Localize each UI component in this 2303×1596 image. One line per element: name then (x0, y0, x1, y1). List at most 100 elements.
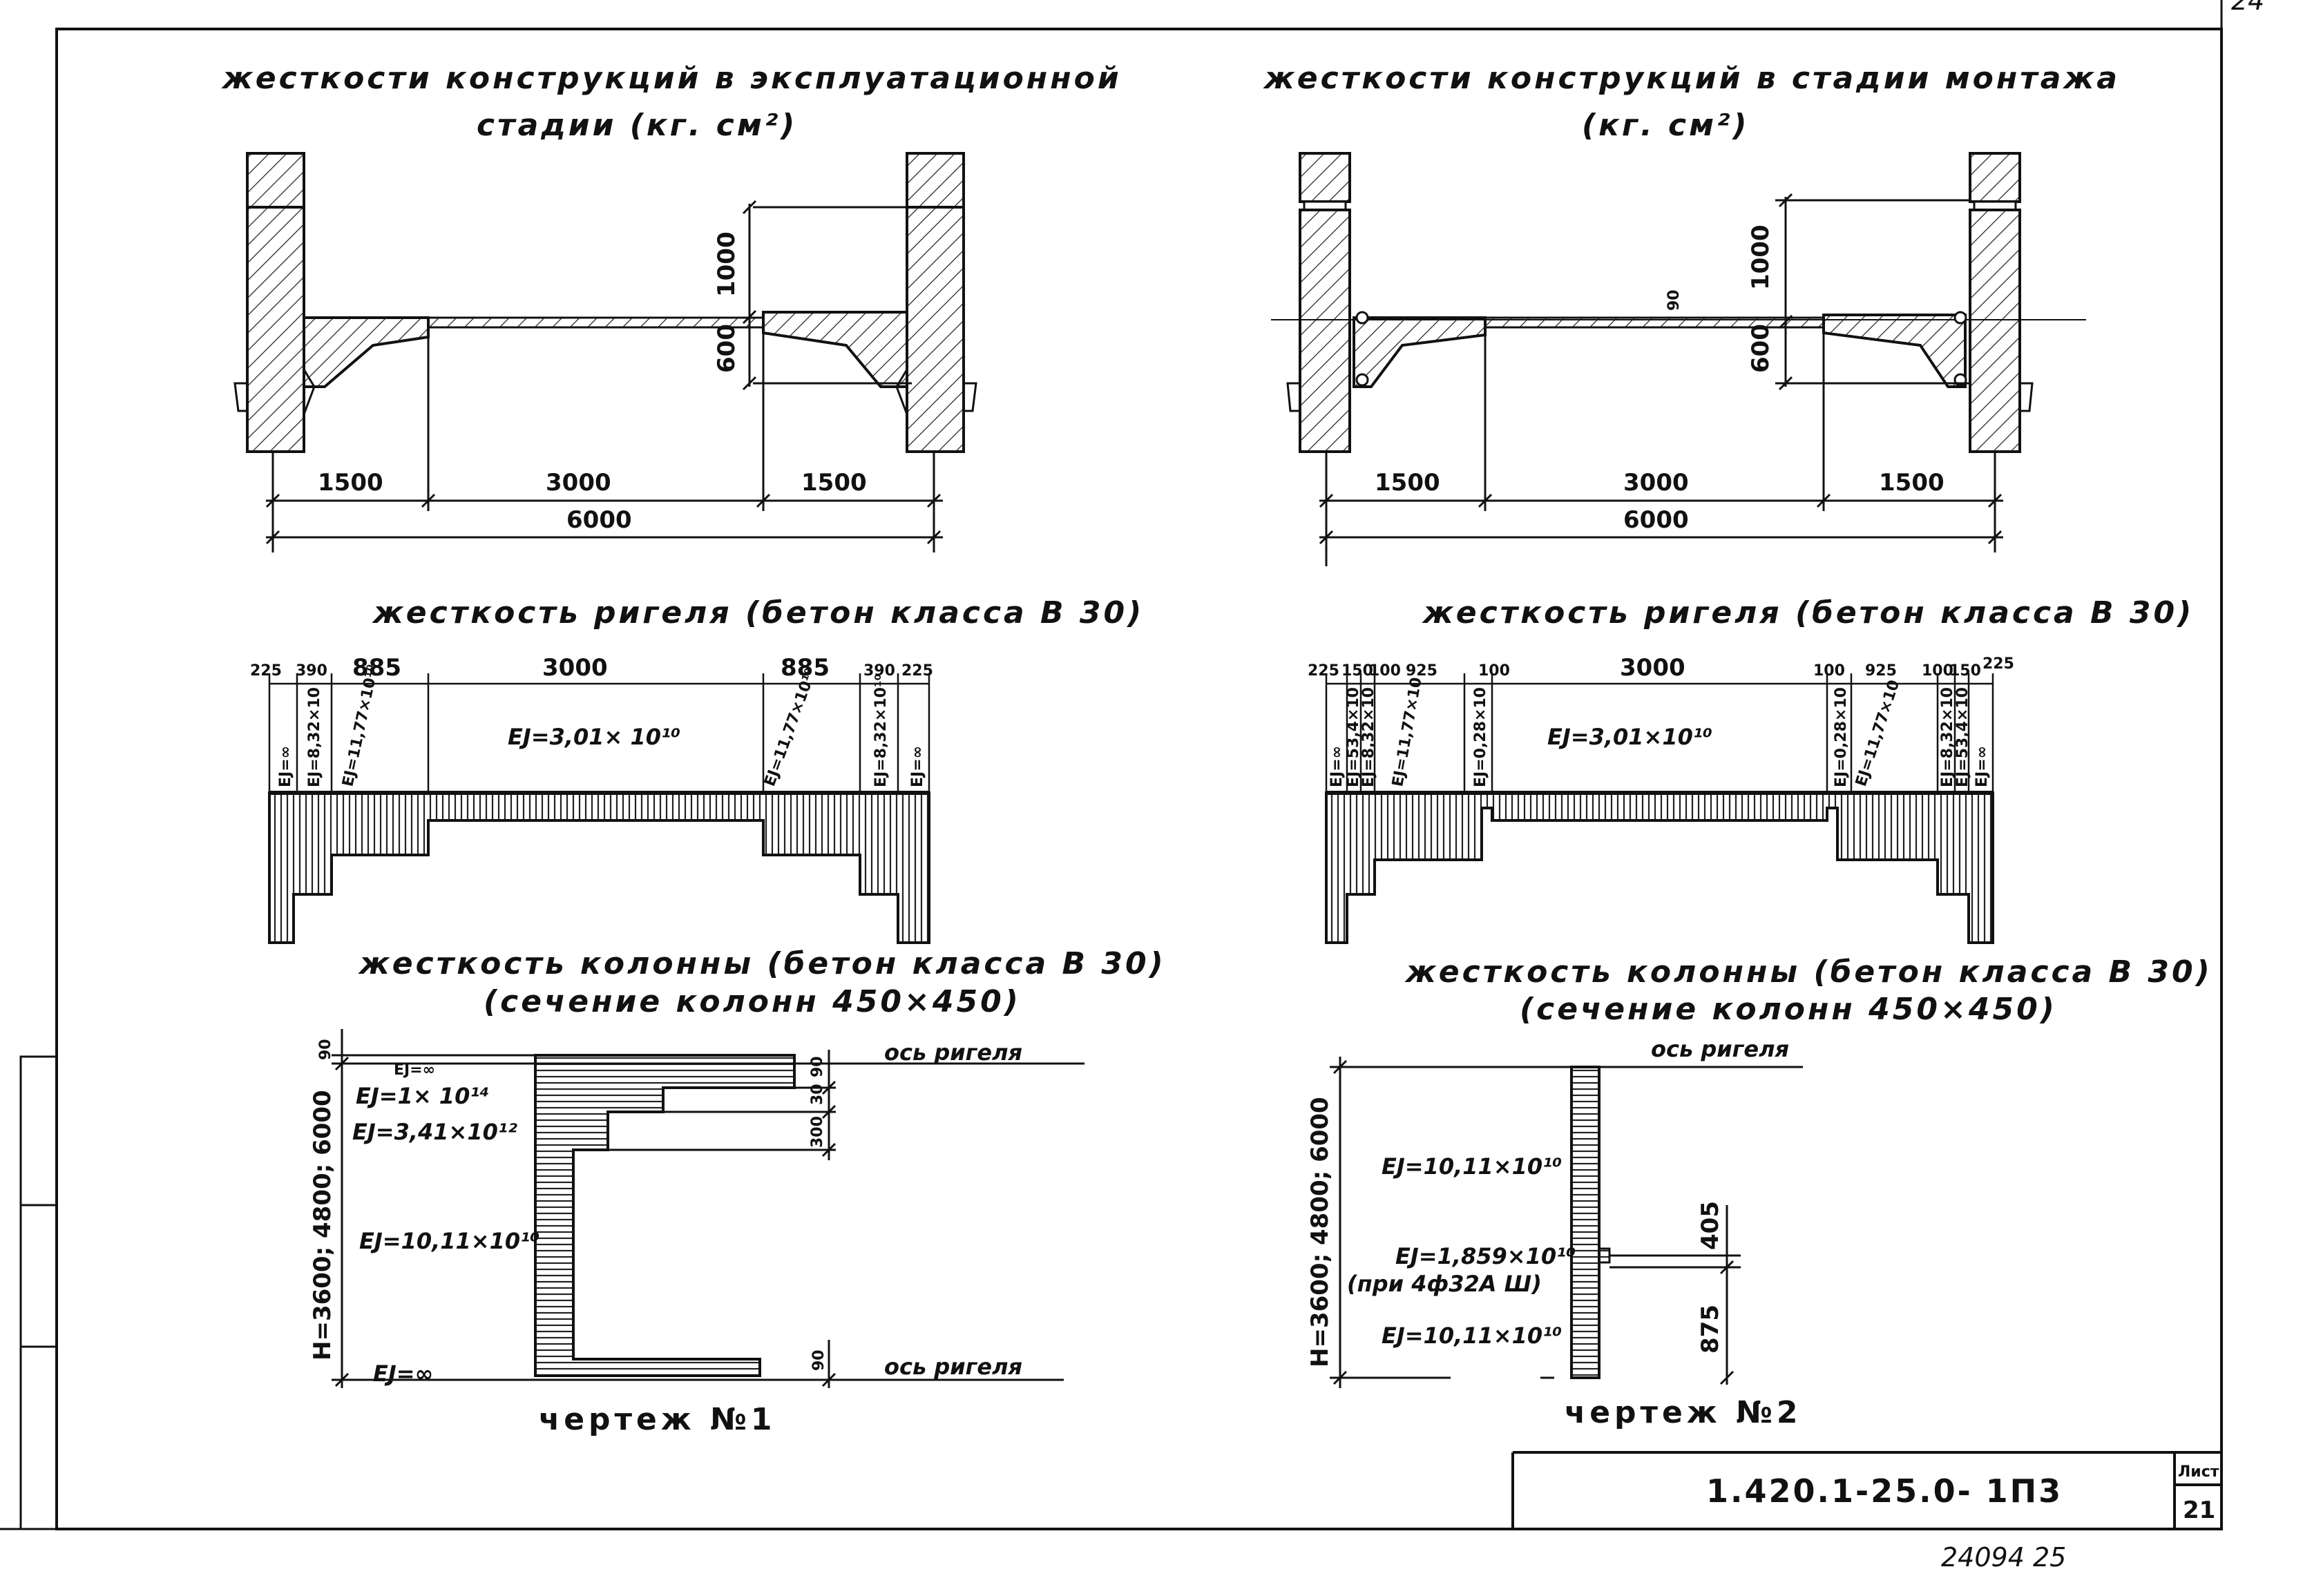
left-ej-1177-l: EJ=11,77×10¹⁰ (339, 663, 382, 788)
right-beam-dim-4: 100 (1478, 662, 1510, 680)
left-beam-dim-0: 225 (250, 662, 282, 680)
right-beam-profile (1325, 791, 1994, 944)
right-column-l (1299, 209, 1351, 453)
right-col-ej-1011b: EJ=10,11×10¹⁰ (1382, 1323, 1562, 1349)
left-beam-stiffness: жесткость ригеля (бетон класса В 30) 225… (250, 595, 1144, 944)
left-col-dim-300: 300 (809, 1116, 826, 1148)
right-beam-dim-8: 100 (1922, 662, 1953, 680)
doc-code: 1.420.1-25.0- 1П3 (1706, 1472, 2063, 1510)
left-dim-1000: 1000 (713, 231, 740, 297)
right-ej-832-l: EJ=8,32×10 (1360, 687, 1377, 787)
left-caption: чертеж №1 (539, 1402, 776, 1437)
page-number: 24 (2231, 0, 2264, 16)
right-dim-1000: 1000 (1747, 224, 1775, 290)
left-dim-3000: 3000 (546, 469, 611, 497)
left-dim-6000: 6000 (566, 506, 632, 534)
right-beam-dim-6: 100 (1813, 662, 1845, 680)
left-col-ej-inf-bot: EJ=∞ (373, 1361, 433, 1387)
left-col-title2: (сечение колонн 450×450) (484, 984, 1021, 1019)
left-ej-832-l: EJ=8,32×10 (306, 687, 323, 787)
right-haunch-l (1353, 316, 1487, 388)
left-ej-inf-l: EJ=∞ (277, 746, 294, 787)
left-col-axis-top: ось ригеля (884, 1039, 1022, 1066)
right-dim-6000: 6000 (1623, 506, 1689, 534)
left-dim-1500a: 1500 (318, 469, 383, 497)
right-ej-1177-r: EJ=11,77×10 (1853, 678, 1903, 789)
right-ej-inf-r: EJ=∞ (1974, 746, 1991, 787)
right-column-r (1969, 209, 2021, 453)
right-col-ej-1859: EJ=1,859×10¹⁰ (1395, 1243, 1576, 1269)
left-beam-title: жесткость ригеля (бетон класса В 30) (372, 595, 1144, 631)
left-haunch-l (303, 316, 430, 388)
right-ej-center: EJ=3,01×10¹⁰ (1547, 724, 1712, 750)
left-dim-1500b: 1500 (801, 469, 867, 497)
left-beam-profile (268, 791, 930, 944)
right-beam-dim-5: 3000 (1620, 654, 1685, 682)
right-dim-3000: 3000 (1623, 469, 1689, 497)
left-title-line1: жесткости конструкций в эксплуатационной (221, 61, 1122, 96)
right-col-height: H=3600; 4800; 6000 (1306, 1097, 1334, 1367)
left-column-stiffness: жесткость колонны (бетон класса В 30) (с… (309, 946, 1166, 1437)
right-dim-1500b: 1500 (1879, 469, 1944, 497)
left-col-ej-1011: EJ=10,11×10¹⁰ (359, 1228, 539, 1254)
left-ej-inf-r: EJ=∞ (909, 746, 926, 787)
left-ej-1177-r: EJ=11,77×10¹⁰ (761, 666, 820, 789)
left-dim-600: 600 (713, 324, 740, 373)
right-col-axis-top: ось ригеля (1651, 1036, 1789, 1062)
right-dim-600: 600 (1747, 324, 1775, 373)
right-beam-dim-0: 225 (1308, 662, 1339, 680)
right-ej-028-r: EJ=0,28×10 (1833, 687, 1850, 787)
left-beam-dim-5: 390 (863, 662, 895, 680)
right-beam-dim-10: 225 (1982, 655, 2014, 673)
right-col-title1: жесткость колонны (бетон класса В 30) (1404, 954, 2213, 990)
title-block (1511, 1451, 2221, 1529)
right-ej-1177-l: EJ=11,77×10 (1389, 676, 1425, 788)
right-beam-dim-7: 925 (1865, 662, 1897, 680)
right-dim-90: 90 (1665, 289, 1683, 311)
left-beam-dim-3: 3000 (542, 654, 608, 682)
left-col-dim-90b: 90 (809, 1056, 826, 1077)
sheet-frame (0, 0, 2223, 1530)
left-beam-dim-4: 885 (781, 654, 830, 682)
right-col-ej-1011a: EJ=10,11×10¹⁰ (1382, 1153, 1562, 1180)
right-column-profile (1570, 1066, 1600, 1379)
right-ej-028-l: EJ=0,28×10 (1472, 687, 1489, 787)
left-col-dim-30: 30 (809, 1084, 826, 1105)
left-col-dim-90c: 90 (810, 1349, 828, 1371)
right-frame-elevation: жесткости конструкций в стадии монтажа (… (1263, 61, 2120, 566)
left-beam-dim-6: 225 (901, 662, 933, 680)
left-col-axis-bot: ось ригеля (884, 1354, 1022, 1380)
archive-number: 24094 25 (1941, 1542, 2066, 1573)
right-beam-title: жесткость ригеля (бетон класса В 30) (1422, 595, 2194, 631)
left-column-profile (534, 1054, 796, 1377)
left-column-r (906, 152, 965, 453)
left-beam-dim-2: 885 (352, 654, 401, 682)
left-title-line2: стадии (кг. см²) (477, 108, 797, 143)
right-ej-534-l: EJ=53,4×10 (1345, 687, 1362, 787)
right-ej-534-r: EJ=53,4×10 (1954, 687, 1971, 787)
right-beam-dim-3: 925 (1406, 662, 1437, 680)
right-title-line2: (кг. см²) (1582, 108, 1749, 143)
right-column-stiffness: жесткость колонны (бетон класса В 30) (с… (1306, 954, 2213, 1430)
right-ej-832-r: EJ=8,32×10 (1939, 687, 1956, 787)
left-ej-center: EJ=3,01× 10¹⁰ (508, 724, 680, 750)
left-col-ej-341: EJ=3,41×10¹² (352, 1119, 517, 1145)
right-caption: чертеж №2 (1565, 1395, 1802, 1430)
left-col-title1: жесткость колонны (бетон класса В 30) (358, 946, 1166, 981)
sheet-label: Лист (2178, 1463, 2219, 1481)
right-dim-1500a: 1500 (1375, 469, 1440, 497)
right-ej-inf-l: EJ=∞ (1328, 746, 1346, 787)
right-beam-dim-1: 150 (1341, 662, 1373, 680)
left-col-ej-inf-top: EJ=∞ (394, 1061, 435, 1079)
left-col-ej-1e14: EJ=1× 10¹⁴ (356, 1083, 489, 1109)
left-column-l (246, 152, 305, 453)
right-beam-stiffness: жесткость ригеля (бетон класса В 30) 225… (1308, 595, 2194, 944)
left-frame-elevation: жесткости конструкций в эксплуатационной… (221, 61, 1122, 552)
right-beam-dim-2: 100 (1369, 662, 1401, 680)
right-beam-dim-9: 150 (1949, 662, 1981, 680)
left-beam-dim-1: 390 (296, 662, 327, 680)
right-title-line1: жесткости конструкций в стадии монтажа (1263, 61, 2120, 96)
right-col-note: (при 4ф32А Ш) (1347, 1271, 1542, 1297)
left-col-height: H=3600; 4800; 6000 (309, 1090, 336, 1361)
